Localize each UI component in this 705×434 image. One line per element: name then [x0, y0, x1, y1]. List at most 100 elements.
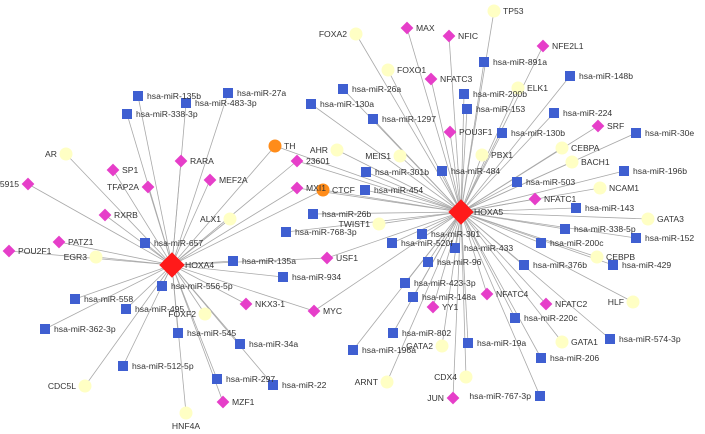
node-nfatc3-marker[interactable] — [424, 72, 438, 86]
node-patz1-marker[interactable] — [52, 235, 66, 249]
node-mef2a-marker[interactable] — [203, 173, 217, 187]
node-cdc5l-marker[interactable] — [78, 379, 92, 393]
node-23601-marker[interactable] — [290, 154, 304, 168]
node-foxo1-marker[interactable] — [381, 63, 395, 77]
node-hsa-mir-148a-marker[interactable] — [408, 292, 418, 302]
node-alx1-marker[interactable] — [223, 212, 237, 226]
node-hsa-mir-26a-marker[interactable] — [338, 84, 348, 94]
node-hsa-mir-512-5p-marker[interactable] — [118, 361, 128, 371]
node-hsa-mir-433-marker[interactable] — [450, 243, 460, 253]
node-hsa-mir-200c-marker[interactable] — [536, 238, 546, 248]
node-ncam1-marker[interactable] — [593, 181, 607, 195]
node-hsa-mir-297-marker[interactable] — [212, 374, 222, 384]
node-hsa-mir-196b-marker[interactable] — [619, 166, 629, 176]
node-hsa-mir-135b-marker[interactable] — [133, 91, 143, 101]
node-hsa-mir-934-marker[interactable] — [278, 272, 288, 282]
node-rara-marker[interactable] — [174, 154, 188, 168]
node-nfatc4-marker[interactable] — [480, 287, 494, 301]
node-yy1-marker[interactable] — [426, 300, 440, 314]
node-hsa-mir-483-3p-marker[interactable] — [181, 98, 191, 108]
node-hsa-mir-558-marker[interactable] — [70, 294, 80, 304]
node-srf-marker[interactable] — [591, 119, 605, 133]
node-hsa-mir-362-3p-marker[interactable] — [40, 324, 50, 334]
node-hsa-mir-34a-marker[interactable] — [235, 339, 245, 349]
node-hsa-mir-301b-marker[interactable] — [361, 167, 371, 177]
node-hsa-mir-545-marker[interactable] — [173, 328, 183, 338]
node-meis1-marker[interactable] — [393, 149, 407, 163]
node-cebpa-marker[interactable] — [555, 141, 569, 155]
node-tp53-marker[interactable] — [487, 4, 501, 18]
node-hsa-mir-26b-marker[interactable] — [308, 209, 318, 219]
node-pou2f1-marker[interactable] — [2, 244, 16, 258]
node-mzf1-marker[interactable] — [216, 395, 230, 409]
hub-hoxa5-marker[interactable] — [448, 199, 474, 225]
node-hsa-mir-224-marker[interactable] — [549, 108, 559, 118]
node-hsa-mir-495-marker[interactable] — [121, 304, 131, 314]
node-hsa-mir-19a-marker[interactable] — [463, 338, 473, 348]
node-hsa-mir-196a-marker[interactable] — [348, 345, 358, 355]
node-max-marker[interactable] — [400, 21, 414, 35]
node-hsa-mir-1297-marker[interactable] — [368, 114, 378, 124]
node-hsa-mir-96-marker[interactable] — [423, 257, 433, 267]
node-hsa-mir-22-marker[interactable] — [268, 380, 278, 390]
node-hsa-mir-423-3p-marker[interactable] — [400, 278, 410, 288]
hub-hoxa4-marker[interactable] — [159, 252, 185, 278]
node-foxf2-marker[interactable] — [198, 307, 212, 321]
node-5915-marker[interactable] — [21, 177, 35, 191]
node-cdx4-marker[interactable] — [459, 370, 473, 384]
node-gata3-marker[interactable] — [641, 212, 655, 226]
node-hsa-mir-338-5p-marker[interactable] — [560, 224, 570, 234]
node-rxrb-marker[interactable] — [98, 208, 112, 222]
node-hsa-mir-376b-marker[interactable] — [519, 260, 529, 270]
node-hsa-mir-891a-marker[interactable] — [479, 57, 489, 67]
node-nfic-marker[interactable] — [442, 29, 456, 43]
node-hsa-mir-301-marker[interactable] — [417, 229, 427, 239]
node-gata1-marker[interactable] — [555, 335, 569, 349]
node-arnt-marker[interactable] — [380, 375, 394, 389]
node-hsa-mir-454-marker[interactable] — [360, 185, 370, 195]
node-hsa-mir-200b-marker[interactable] — [459, 89, 469, 99]
node-ctcf-marker[interactable] — [316, 183, 330, 197]
node-tfap2a-marker[interactable] — [141, 180, 155, 194]
node-hsa-mir-520f-marker[interactable] — [387, 238, 397, 248]
node-hsa-mir-484-marker[interactable] — [437, 166, 447, 176]
node-hsa-mir-27a-marker[interactable] — [223, 88, 233, 98]
node-cebpb-marker[interactable] — [590, 250, 604, 264]
node-hsa-mir-429-marker[interactable] — [608, 260, 618, 270]
node-gata2-marker[interactable] — [435, 339, 449, 353]
node-myc-marker[interactable] — [307, 304, 321, 318]
node-mxi1-marker[interactable] — [290, 181, 304, 195]
node-hsa-mir-143-marker[interactable] — [571, 203, 581, 213]
node-ar-marker[interactable] — [59, 147, 73, 161]
node-hsa-mir-206-marker[interactable] — [536, 353, 546, 363]
node-hsa-mir-130b-marker[interactable] — [497, 128, 507, 138]
node-hsa-mir-802-marker[interactable] — [388, 328, 398, 338]
node-hsa-mir-767-3p-marker[interactable] — [535, 391, 545, 401]
node-th-marker[interactable] — [268, 139, 282, 153]
node-pou3f1-marker[interactable] — [443, 125, 457, 139]
node-nkx3-1-marker[interactable] — [239, 297, 253, 311]
node-jun-marker[interactable] — [446, 391, 460, 405]
node-egr3-marker[interactable] — [89, 250, 103, 264]
node-hsa-mir-657-marker[interactable] — [140, 238, 150, 248]
node-hsa-mir-220c-marker[interactable] — [510, 313, 520, 323]
node-hsa-mir-153-marker[interactable] — [462, 104, 472, 114]
node-ahr-marker[interactable] — [330, 143, 344, 157]
node-hsa-mir-148b-marker[interactable] — [565, 71, 575, 81]
node-hsa-mir-135a-marker[interactable] — [228, 256, 238, 266]
node-hsa-mir-574-3p-marker[interactable] — [605, 334, 615, 344]
node-hsa-mir-556-5p-marker[interactable] — [157, 281, 167, 291]
node-elk1-marker[interactable] — [511, 81, 525, 95]
node-foxa2-marker[interactable] — [349, 27, 363, 41]
node-hsa-mir-152-marker[interactable] — [631, 233, 641, 243]
node-usf1-marker[interactable] — [320, 251, 334, 265]
node-hsa-mir-503-marker[interactable] — [512, 177, 522, 187]
node-pbx1-marker[interactable] — [475, 148, 489, 162]
node-hnf4a-marker[interactable] — [179, 406, 193, 420]
node-hlf-marker[interactable] — [626, 295, 640, 309]
node-hsa-mir-30e-marker[interactable] — [631, 128, 641, 138]
node-hsa-mir-338-3p-marker[interactable] — [122, 109, 132, 119]
node-nfe2l1-marker[interactable] — [536, 39, 550, 53]
node-twist1-marker[interactable] — [372, 217, 386, 231]
node-hsa-mir-130a-marker[interactable] — [306, 99, 316, 109]
